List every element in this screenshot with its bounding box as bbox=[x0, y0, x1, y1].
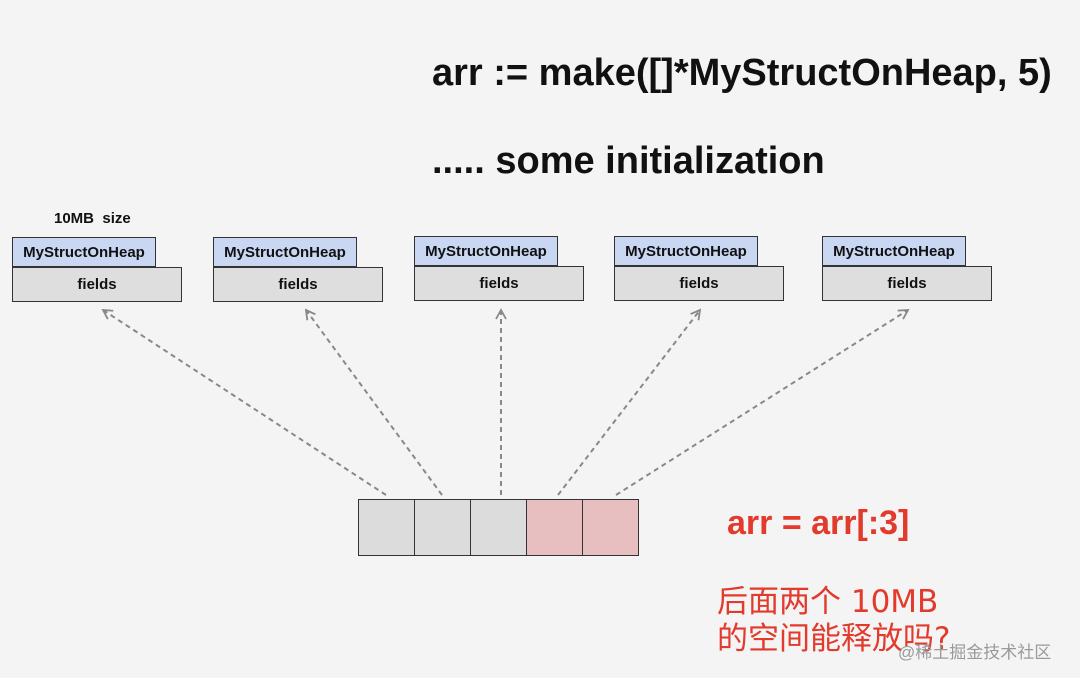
initialization-code: ..... some initialization bbox=[432, 140, 825, 182]
struct-fields: fields bbox=[614, 266, 784, 301]
pointer-arrow-4 bbox=[557, 308, 702, 496]
reslice-code: arr = arr[:3] bbox=[727, 504, 910, 542]
slice-cell-4 bbox=[526, 499, 583, 556]
watermark: @稀土掘金技术社区 bbox=[898, 643, 1052, 662]
struct-header: MyStructOnHeap bbox=[12, 237, 156, 267]
slice-cell-3 bbox=[470, 499, 527, 556]
struct-header: MyStructOnHeap bbox=[822, 236, 966, 266]
question-text: 后面两个 10MB 的空间能释放吗? bbox=[717, 584, 950, 658]
pointer-arrow-2 bbox=[304, 308, 443, 496]
struct-fields: fields bbox=[12, 267, 182, 302]
slice-backing-array bbox=[358, 499, 639, 556]
size-label: 10MB size bbox=[54, 210, 131, 227]
struct-header: MyStructOnHeap bbox=[213, 237, 357, 267]
slice-cell-5 bbox=[582, 499, 639, 556]
struct-fields: fields bbox=[822, 266, 992, 301]
struct-fields: fields bbox=[414, 266, 584, 301]
pointer-arrow-5 bbox=[615, 309, 910, 496]
struct-header: MyStructOnHeap bbox=[614, 236, 758, 266]
slice-cell-2 bbox=[414, 499, 471, 556]
pointer-arrow-1 bbox=[101, 308, 387, 496]
question-line-1: 后面两个 10MB bbox=[717, 584, 939, 620]
struct-fields: fields bbox=[213, 267, 383, 302]
make-slice-code: arr := make([]*MyStructOnHeap, 5) bbox=[432, 52, 1052, 94]
question-line-2: 的空间能释放吗? bbox=[717, 621, 951, 657]
struct-header: MyStructOnHeap bbox=[414, 236, 558, 266]
slice-cell-1 bbox=[358, 499, 415, 556]
